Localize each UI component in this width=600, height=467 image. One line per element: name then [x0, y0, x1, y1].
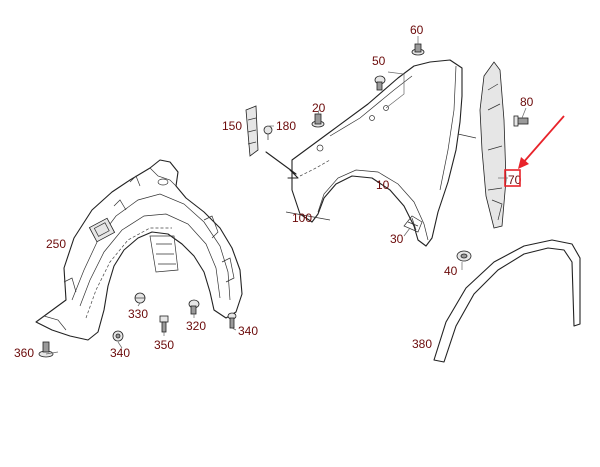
- label-80: 80: [520, 95, 534, 109]
- fastener-340-left: [112, 330, 124, 342]
- label-60: 60: [410, 23, 424, 37]
- nut-40: [456, 250, 472, 262]
- label-350: 350: [154, 338, 174, 352]
- bracket-150: [245, 105, 259, 157]
- fastener-360: [38, 341, 54, 358]
- label-330: 330: [128, 307, 148, 321]
- highlight-box: [504, 169, 521, 187]
- bolt-80: [513, 115, 529, 127]
- label-320: 320: [186, 319, 206, 333]
- label-340-left: 340: [110, 346, 130, 360]
- label-40: 40: [444, 264, 458, 278]
- clip-20: [311, 113, 325, 128]
- label-180: 180: [276, 119, 296, 133]
- label-250: 250: [46, 237, 66, 251]
- label-380: 380: [412, 337, 432, 351]
- wheel-arch-trim: [433, 239, 581, 363]
- fastener-350: [159, 315, 169, 333]
- label-150: 150: [222, 119, 242, 133]
- fastener-320: [188, 299, 200, 315]
- label-20: 20: [312, 101, 326, 115]
- clip-30: [403, 215, 423, 233]
- leader-lines: [45, 36, 527, 355]
- label-100: 100: [292, 211, 312, 225]
- red-arrow: [518, 115, 565, 169]
- bolt-60: [411, 43, 425, 56]
- label-50: 50: [372, 54, 386, 68]
- sealing-strip: [265, 151, 331, 221]
- label-30: 30: [390, 232, 404, 246]
- clip-180: [263, 125, 273, 140]
- fastener-330: [134, 292, 146, 304]
- part-labels: 10 20 30 40 50 60 70 80 100 150 180 250 …: [14, 23, 534, 360]
- wheel-arch-liner: [35, 159, 243, 341]
- bracket-70: [479, 61, 507, 229]
- label-10: 10: [376, 178, 390, 192]
- fastener-340-right: [227, 312, 237, 329]
- label-340-right: 340: [238, 324, 258, 338]
- clip-50: [374, 75, 386, 91]
- label-360: 360: [14, 346, 34, 360]
- fender: [291, 59, 477, 247]
- label-70: 70: [508, 173, 522, 187]
